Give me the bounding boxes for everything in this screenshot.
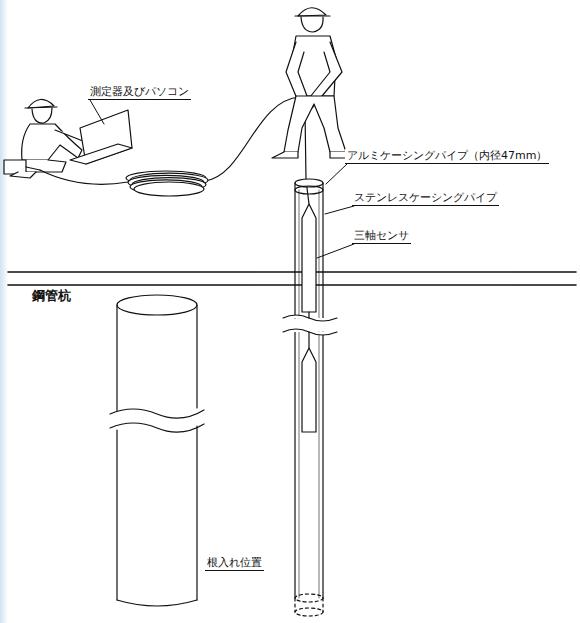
line-art xyxy=(319,190,320,318)
line-art xyxy=(295,598,323,612)
line-art xyxy=(110,423,204,432)
line-art xyxy=(319,332,320,598)
line-art xyxy=(32,108,52,123)
line-art xyxy=(294,332,295,598)
line-art xyxy=(110,409,204,418)
line-art xyxy=(299,190,300,318)
line-art xyxy=(196,305,197,408)
part-label: 鋼管杭 xyxy=(30,289,73,303)
casing-pipe xyxy=(283,179,337,616)
line-art xyxy=(295,608,323,616)
line-art xyxy=(40,170,128,184)
line-art xyxy=(283,329,337,335)
line-art xyxy=(308,312,309,318)
line-art xyxy=(90,100,104,124)
line-art xyxy=(284,96,346,152)
line-art xyxy=(322,332,323,598)
line-art xyxy=(10,172,36,178)
line-art xyxy=(325,206,354,214)
line-art xyxy=(116,430,117,600)
line-art xyxy=(301,17,323,32)
line-art xyxy=(322,183,323,318)
line-art xyxy=(70,144,132,164)
edge-tint xyxy=(0,0,8,623)
line-art xyxy=(8,271,576,273)
line-art xyxy=(196,426,197,600)
kneeling-worker xyxy=(4,99,92,178)
line-art xyxy=(117,295,197,315)
ground-line xyxy=(8,272,576,285)
line-art xyxy=(299,332,300,598)
line-art xyxy=(326,164,347,184)
line-art xyxy=(272,152,298,158)
line-art xyxy=(8,284,576,286)
line-art xyxy=(26,167,40,170)
triaxial-sensor xyxy=(302,204,316,432)
line-art xyxy=(283,315,337,321)
line-art xyxy=(116,305,117,412)
line-art xyxy=(295,594,323,602)
line-art xyxy=(308,332,309,348)
part-label: 三軸センサ xyxy=(352,229,411,244)
line-art xyxy=(295,15,330,16)
line-art xyxy=(22,124,82,160)
position-label: 根入れ位置 xyxy=(205,556,264,571)
standing-worker xyxy=(272,8,356,158)
line-art xyxy=(302,348,316,432)
line-art xyxy=(305,110,309,204)
cable xyxy=(40,97,309,204)
part-label: ステンレスケーシングパイプ xyxy=(352,191,499,206)
line-art xyxy=(117,600,197,606)
line-art xyxy=(4,160,26,174)
line-art xyxy=(317,244,354,258)
line-art xyxy=(302,204,316,312)
cable-loop xyxy=(134,182,204,196)
line-art xyxy=(4,8,576,616)
part-label: アルミケーシングパイプ（内径47mm） xyxy=(345,149,549,164)
line-art xyxy=(298,8,326,16)
leader-line xyxy=(90,100,354,258)
cable-coil xyxy=(126,171,208,196)
line-art xyxy=(205,97,300,181)
steel-pipe-pile xyxy=(110,295,204,606)
line-art xyxy=(294,183,295,318)
equipment-label: 測定器及びパソコン xyxy=(88,85,191,100)
